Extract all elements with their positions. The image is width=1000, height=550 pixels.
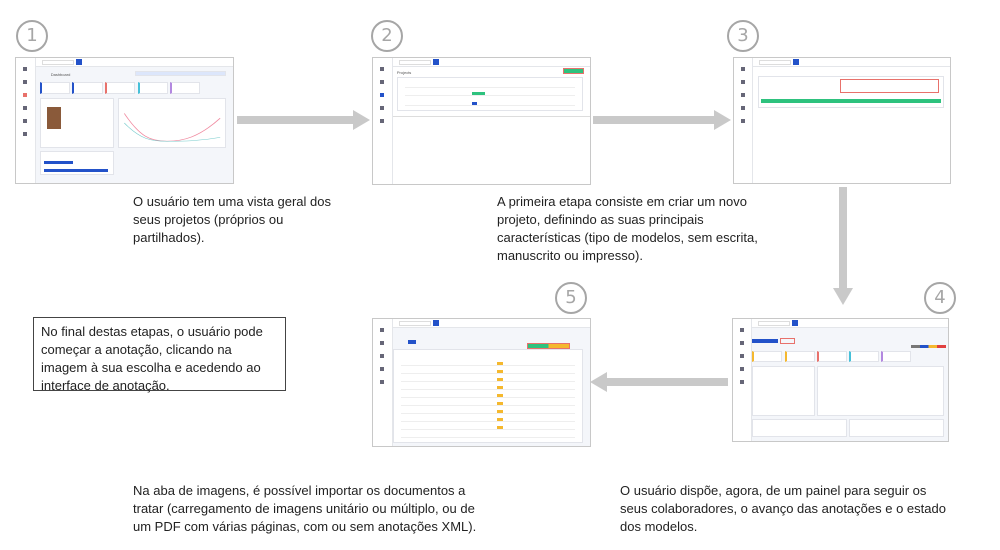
arrow-head-icon (714, 110, 731, 130)
screen-title: Projects (396, 70, 412, 75)
step-number-4: 4 (924, 282, 956, 314)
caption-step-5: Na aba de imagens, é possível importar o… (133, 483, 477, 534)
arrow-head-icon (833, 288, 853, 305)
screenshot-projects: Projects (372, 57, 591, 185)
screenshot-create-project (733, 57, 951, 184)
caption-step-4: O usuário dispõe, agora, de um painel pa… (620, 483, 946, 534)
arrow-head-icon (590, 372, 607, 392)
screen-title: Dashboard (50, 72, 71, 77)
arrow-1-to-2 (237, 116, 355, 124)
screenshot-dashboard: Dashboard (15, 57, 234, 184)
step-number-3: 3 (727, 20, 759, 52)
final-note: No final destas etapas, o usuário pode c… (33, 317, 286, 393)
arrow-3-to-4 (839, 187, 847, 289)
step-number-2: 2 (371, 20, 403, 52)
arrow-2-to-3 (593, 116, 716, 124)
screenshot-images (372, 318, 591, 447)
arrow-4-to-5 (607, 378, 728, 386)
arrow-head-icon (353, 110, 370, 130)
step-number-5: 5 (555, 282, 587, 314)
caption-step-2: A primeira etapa consiste em criar um no… (497, 194, 758, 263)
caption-step-1: O usuário tem uma vista geral dos seus p… (133, 194, 331, 245)
step-number-1: 1 (16, 20, 48, 52)
screenshot-project-dashboard (732, 318, 949, 442)
